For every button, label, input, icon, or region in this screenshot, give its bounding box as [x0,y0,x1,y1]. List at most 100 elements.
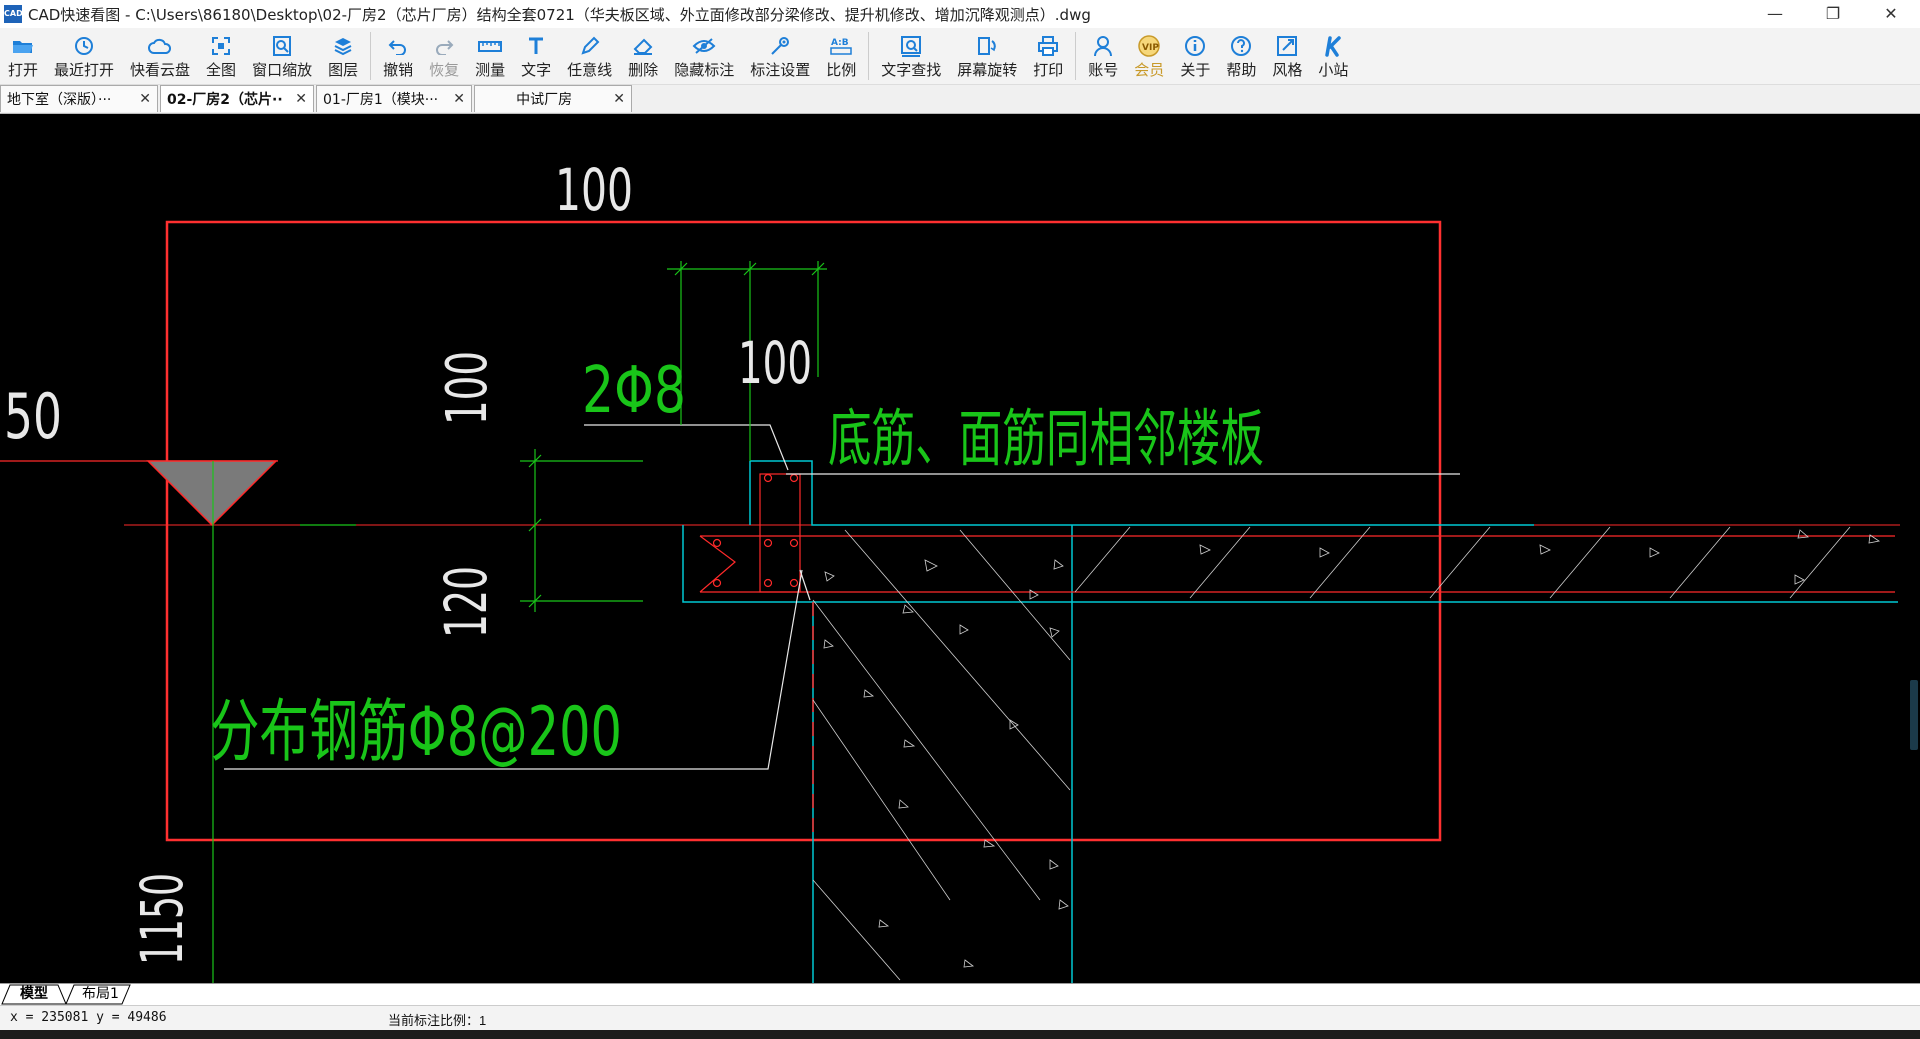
tab-close-icon[interactable]: ✕ [139,91,151,107]
tab-close-icon[interactable]: ✕ [453,91,465,107]
app-logo-icon: CAD [4,5,23,23]
dim-120-text: 120 [432,566,500,638]
printer-icon [1035,33,1061,59]
open-button[interactable]: 打开 [0,28,46,84]
user-icon [1090,33,1116,59]
tab-plant1[interactable]: 01-厂房1（模块··· ✕ [316,85,472,112]
toolbar-divider [1075,32,1077,80]
window-title: CAD快速看图 - C:\Users\86180\Desktop\02-厂房2（… [28,5,1091,24]
help-label: 帮助 [1226,61,1257,79]
style-icon [1274,33,1300,59]
text-button[interactable]: 文字 [513,28,559,84]
undo-button[interactable]: 撤销 [375,28,421,84]
tab-close-icon[interactable]: ✕ [295,91,307,107]
scale-button[interactable]: A:B 比例 [818,28,864,84]
rebar-dots [712,473,799,588]
main-toolbar: 打开 最近打开 快看云盘 全图 窗口缩放 图层 撤销 恢复 测量 文字 任意线 [0,28,1920,85]
layout-tab-layout1[interactable]: 布局1 [82,986,119,1002]
text-search-button[interactable]: 文字查找 [873,28,949,84]
minimize-button[interactable]: — [1767,4,1783,23]
eye-hide-icon [691,33,717,59]
about-button[interactable]: 关于 [1172,28,1218,84]
zoom-window-button[interactable]: 窗口缩放 [244,28,320,84]
style-button[interactable]: 风格 [1264,28,1310,84]
recent-open-button[interactable]: 最近打开 [46,28,122,84]
station-button[interactable]: 小站 [1310,28,1356,84]
vip-button[interactable]: VIP 会员 [1126,28,1172,84]
cad-drawing: 100 50 100 100 2Φ8 底筋、面筋同相邻楼板 120 分布钢筋Φ8… [0,156,1900,983]
vertical-scroll-grip[interactable] [1910,680,1918,750]
vip-label: 会员 [1134,61,1165,79]
tab-close-icon[interactable]: ✕ [613,91,625,107]
fit-all-button[interactable]: 全图 [198,28,244,84]
scale-badge-text: A:B [831,38,849,48]
layout-tab-model[interactable]: 模型 [20,986,48,1002]
rotate-screen-button[interactable]: 屏幕旋转 [949,28,1025,84]
delete-button[interactable]: 删除 [620,28,666,84]
tab-label: 中试厂房 [516,92,573,108]
tab-plant2[interactable]: 02-厂房2（芯片·· ✕ [160,85,314,112]
tab-label: 02-厂房2（芯片·· [167,92,283,108]
elevation-marker [146,460,278,527]
tab-label: 地下室（深版）··· [7,92,112,108]
k-station-icon [1320,33,1346,59]
distribution-leader [224,569,803,770]
vip-icon: VIP [1136,33,1162,59]
eraser-icon [630,33,656,59]
zoom-window-icon [269,33,295,59]
title-bar: CAD CAD快速看图 - C:\Users\86180\Desktop\02-… [0,0,1920,28]
zoom-window-label: 窗口缩放 [252,61,313,79]
stirrup [759,473,801,593]
style-label: 风格 [1272,61,1303,79]
dimension-settings-icon [767,33,793,59]
hide-annotation-label: 隐藏标注 [674,61,735,79]
print-label: 打印 [1033,61,1064,79]
cloud-drive-label: 快看云盘 [130,61,191,79]
hide-annotation-button[interactable]: 隐藏标注 [666,28,742,84]
fit-all-label: 全图 [206,61,237,79]
fit-all-icon [208,33,234,59]
account-button[interactable]: 账号 [1080,28,1126,84]
folder-open-icon [10,33,36,59]
rebar-label-text: 2Φ8 [582,354,686,428]
dim-left-text: 50 [4,380,62,453]
rebar-leader [584,424,789,471]
measure-button[interactable]: 测量 [467,28,513,84]
redo-button[interactable]: 恢复 [421,28,467,84]
redo-icon [431,33,457,59]
dimension-lines [520,261,827,612]
help-button[interactable]: 帮助 [1218,28,1264,84]
drawing-canvas[interactable]: 100 50 100 100 2Φ8 底筋、面筋同相邻楼板 120 分布钢筋Φ8… [0,114,1920,983]
taskbar-strip [0,1030,1920,1039]
help-icon [1228,33,1254,59]
dim-1150-text: 1150 [128,873,196,965]
scale-icon: A:B [828,33,854,59]
rotate-screen-icon [974,33,1000,59]
station-label: 小站 [1318,61,1349,79]
window-controls: — ❐ ✕ [1746,0,1920,28]
status-bar: x = 235081 y = 49486 当前标注比例：1 [0,1005,1920,1030]
close-button[interactable]: ✕ [1884,4,1898,23]
about-label: 关于 [1180,61,1211,79]
cloud-drive-button[interactable]: 快看云盘 [122,28,198,84]
info-icon [1182,33,1208,59]
measure-label: 测量 [475,61,506,79]
restore-button[interactable]: ❐ [1825,4,1841,23]
dim-100-horizontal-text: 100 [738,329,812,397]
text-search-icon [898,33,924,59]
print-button[interactable]: 打印 [1025,28,1071,84]
tab-basement[interactable]: 地下室（深版）··· ✕ [0,85,158,112]
leader-tail [799,569,811,601]
scale-label: 比例 [826,61,857,79]
text-label: 文字 [521,61,552,79]
selection-frame [165,220,1442,842]
rotate-screen-label: 屏幕旋转 [957,61,1018,79]
concrete-triangles [823,529,1881,968]
layers-button[interactable]: 图层 [320,28,366,84]
dimension-settings-button[interactable]: 标注设置 [742,28,818,84]
cursor-coordinates: x = 235081 y = 49486 [10,1010,167,1025]
tab-pilot-plant[interactable]: 中试厂房 ✕ [474,85,632,112]
freeline-button[interactable]: 任意线 [559,28,620,84]
rebar-bend [699,535,736,593]
toolbar-divider [868,32,870,80]
